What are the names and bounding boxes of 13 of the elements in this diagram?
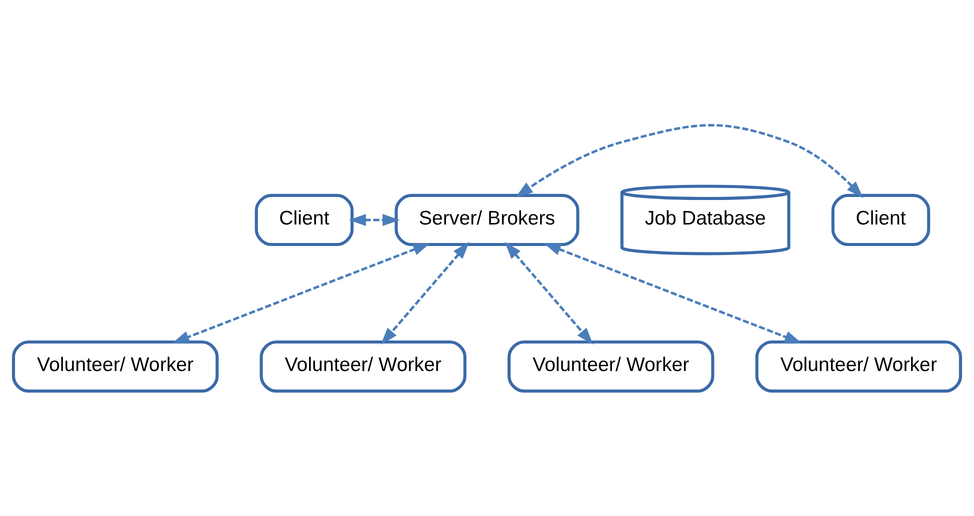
node-box: Volunteer/ Worker	[12, 340, 219, 393]
node-box: Volunteer/ Worker	[508, 340, 714, 393]
node-box: Client	[831, 194, 930, 246]
node-box: Server/ Brokers	[394, 194, 580, 246]
node-box: Client	[254, 194, 354, 246]
arrow	[380, 242, 470, 345]
arrow	[172, 243, 430, 344]
arrow	[544, 243, 802, 344]
node-box: Volunteer/ Worker	[260, 340, 466, 393]
arrow	[516, 124, 864, 198]
node-box: Volunteer/ Worker	[755, 340, 962, 393]
arrow	[348, 214, 400, 226]
arrow	[504, 242, 594, 345]
